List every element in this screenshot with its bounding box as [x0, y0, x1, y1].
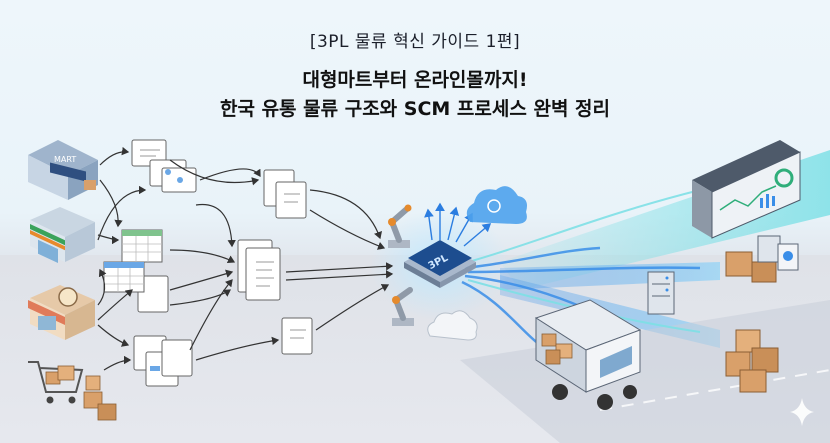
title-line-1: 대형마트부터 온라인몰까지!	[302, 69, 528, 91]
shop-icon	[28, 285, 95, 340]
dashboard-icon	[692, 140, 801, 239]
server-icon	[647, 271, 675, 315]
shopping-cart-icon	[28, 361, 117, 421]
sparkle-icon	[790, 398, 814, 426]
cloud-icon	[427, 186, 527, 341]
convenience-store-icon	[30, 207, 95, 264]
parcel-icon	[725, 235, 799, 393]
document-icon	[131, 139, 313, 387]
page-title: 대형마트부터 온라인몰까지! 한국 유통 물류 구조와 SCM 프로세스 완벽 …	[0, 66, 830, 124]
series-tag: [3PL 물류 혁신 가이드 1편]	[309, 32, 521, 52]
truck-icon	[534, 299, 642, 410]
robot-arm-icon	[388, 204, 414, 326]
spreadsheet-icon	[103, 229, 163, 293]
chip-3pl: 3PL	[404, 240, 476, 288]
store-sign: MART	[54, 155, 76, 164]
store-icon: MART	[28, 140, 98, 200]
title-line-2: 한국 유통 물류 구조와 SCM 프로세스 완벽 정리	[220, 98, 610, 120]
